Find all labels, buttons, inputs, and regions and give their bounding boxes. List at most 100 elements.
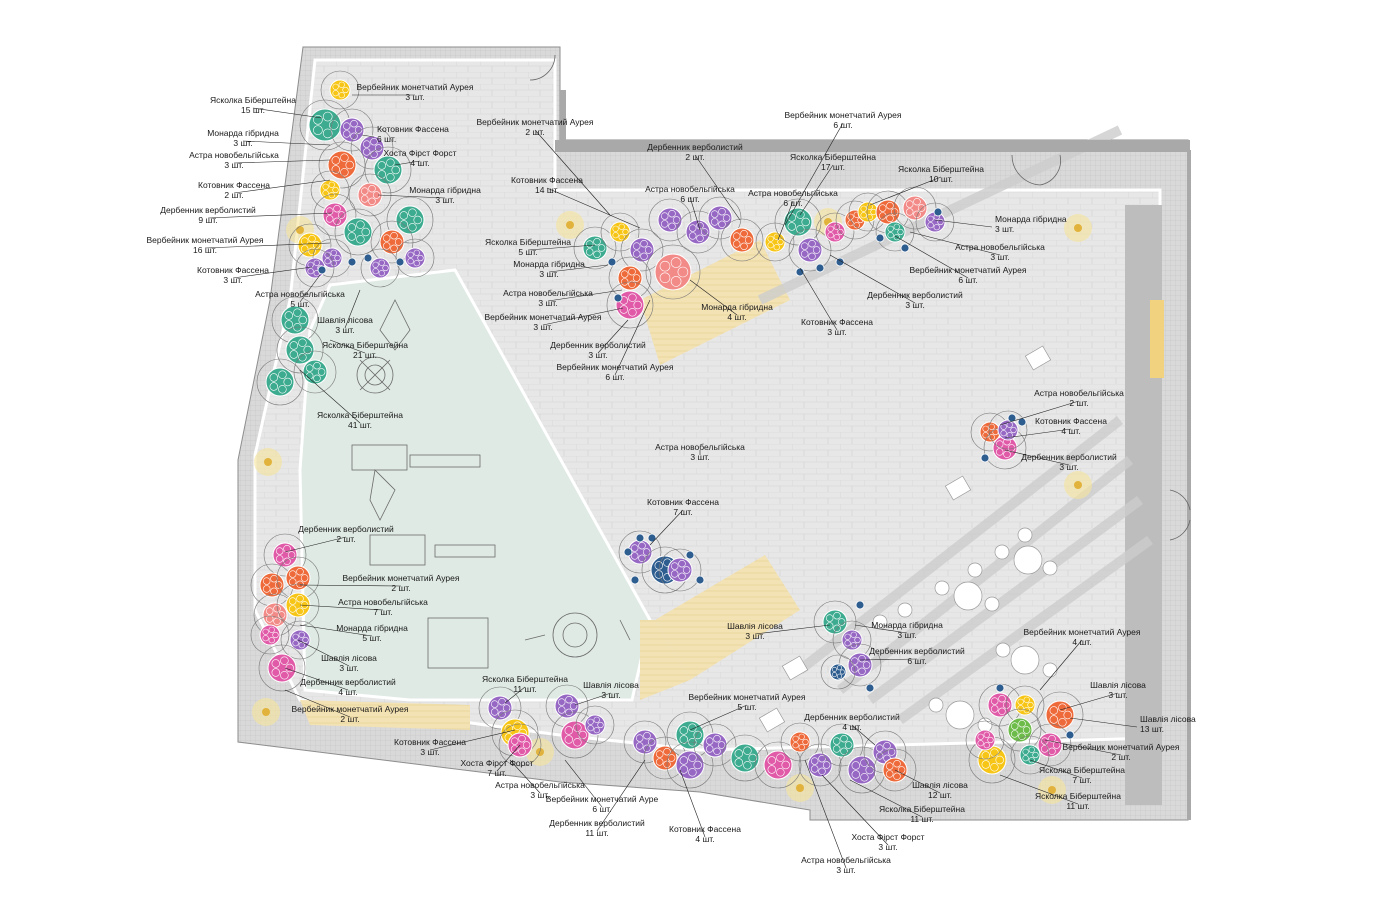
plant-cluster-detail	[280, 656, 289, 665]
plant-name: Ясколка Біберштейна	[317, 410, 403, 420]
bed-outline	[575, 705, 615, 745]
plant-cluster	[884, 221, 906, 243]
plant-dot	[685, 550, 695, 560]
plant-cluster-detail	[718, 208, 726, 216]
plant-quantity: 3 шт.	[995, 224, 1014, 234]
bed-outline	[813, 600, 857, 644]
plant-cluster-detail	[663, 747, 671, 756]
plant-name: Дербенник верболистий	[867, 290, 963, 300]
label-leader-line	[999, 774, 1079, 805]
plant-name: Шавлія лісова	[912, 780, 968, 790]
plant-cluster-detail	[643, 731, 651, 740]
plant-quantity: 2 шт.	[224, 190, 243, 200]
plant-cluster-detail	[573, 738, 582, 747]
plant-cluster-detail	[513, 721, 522, 730]
plant-cluster-detail	[887, 232, 894, 239]
plant-quantity: 4 шт.	[1072, 637, 1091, 647]
plant-cluster-detail	[827, 232, 834, 239]
plant-name: Дербенник верболистий	[1021, 452, 1117, 462]
plant-name: Астра новобельгійська	[955, 242, 1045, 252]
plant-name: Хоста Фірст Форст	[851, 832, 924, 842]
plant-quantity: 9 шт.	[198, 215, 217, 225]
plant-cluster-detail	[822, 761, 831, 769]
plant-cluster-detail	[298, 353, 307, 362]
plant-quantity: 2 шт.	[1111, 752, 1130, 762]
plant-cluster-detail	[1048, 734, 1056, 743]
bed-outline	[754, 741, 802, 789]
plant-cluster-detail	[886, 214, 894, 223]
label-leader-line	[799, 267, 838, 331]
plant-cluster-detail	[287, 551, 296, 559]
plant-cluster-detail	[647, 738, 656, 746]
plant-cluster-detail	[278, 385, 287, 394]
plant-cluster-detail	[1003, 450, 1011, 458]
plant-name: Вербейник монетчатий Аурея	[1062, 742, 1179, 752]
plant-cluster-detail	[289, 578, 297, 586]
plant-cluster	[847, 755, 877, 785]
label-leader-line	[299, 369, 361, 424]
plant-cluster	[319, 179, 341, 201]
plant-cluster-detail	[893, 759, 901, 768]
plant-cluster-detail	[670, 562, 679, 570]
plant-cluster-detail	[860, 758, 869, 767]
plant-cluster-detail	[408, 223, 417, 232]
bed-outline	[386, 196, 434, 244]
plant-cluster	[259, 572, 285, 598]
plant-name: Вербейник монетчатий Аурея	[688, 692, 805, 702]
plant-cluster-detail	[370, 138, 378, 146]
plant-cluster-detail	[372, 261, 379, 268]
plant-cluster	[285, 592, 311, 618]
plant-cluster-detail	[408, 208, 417, 217]
plant-cluster-detail	[837, 228, 844, 236]
label-leader-line	[297, 639, 350, 667]
plant-quantity: 3 шт.	[435, 195, 454, 205]
plant-cluster-detail	[564, 726, 573, 735]
plant-quantity: 16 шт.	[193, 245, 217, 255]
plant-cluster-detail	[307, 268, 314, 275]
label-leader-line	[894, 235, 969, 279]
plant-cluster-detail	[740, 242, 748, 251]
plant-quantity: 6 шт.	[958, 275, 977, 285]
label-leader-line	[207, 212, 333, 219]
plant-cluster-detail	[844, 741, 853, 749]
plant-cluster-detail	[1010, 722, 1019, 730]
plant-cluster-detail	[837, 618, 846, 626]
plant-cluster-detail	[810, 765, 819, 773]
plant-quantity: 2 шт.	[525, 127, 544, 137]
plant-cluster	[902, 195, 928, 221]
label-leader-line	[804, 759, 847, 869]
plant-cluster-detail	[773, 244, 780, 251]
plant-cluster-detail	[767, 756, 776, 765]
plant-cluster-detail	[368, 197, 376, 206]
plant-cluster-detail	[326, 207, 334, 215]
plant-dot	[815, 263, 825, 273]
plant-cluster-detail	[557, 698, 566, 706]
plant-cluster-detail	[302, 636, 309, 644]
bed-outline	[965, 720, 1005, 760]
plant-quantity: 3 шт.	[223, 275, 242, 285]
plant-quantity: 3 шт.	[601, 690, 620, 700]
plant-dot	[900, 243, 910, 253]
plant-cluster-detail	[1028, 746, 1035, 753]
bed-outline	[788, 228, 832, 272]
plant-cluster-detail	[632, 250, 641, 258]
plant-cluster-detail	[643, 744, 651, 752]
plant-cluster-detail	[998, 707, 1006, 715]
plant-name: Астра новобельгійська	[495, 780, 585, 790]
plant-cluster-detail	[263, 585, 271, 593]
plant-cluster-detail	[1002, 701, 1011, 709]
plant-cluster-detail	[284, 311, 293, 320]
plant-cluster-detail	[597, 721, 604, 729]
plant-cluster-detail	[802, 738, 809, 746]
plant-name: Котовник Фассена	[669, 824, 741, 834]
plant-cluster-detail	[858, 667, 866, 675]
label-leader-line	[597, 319, 629, 354]
